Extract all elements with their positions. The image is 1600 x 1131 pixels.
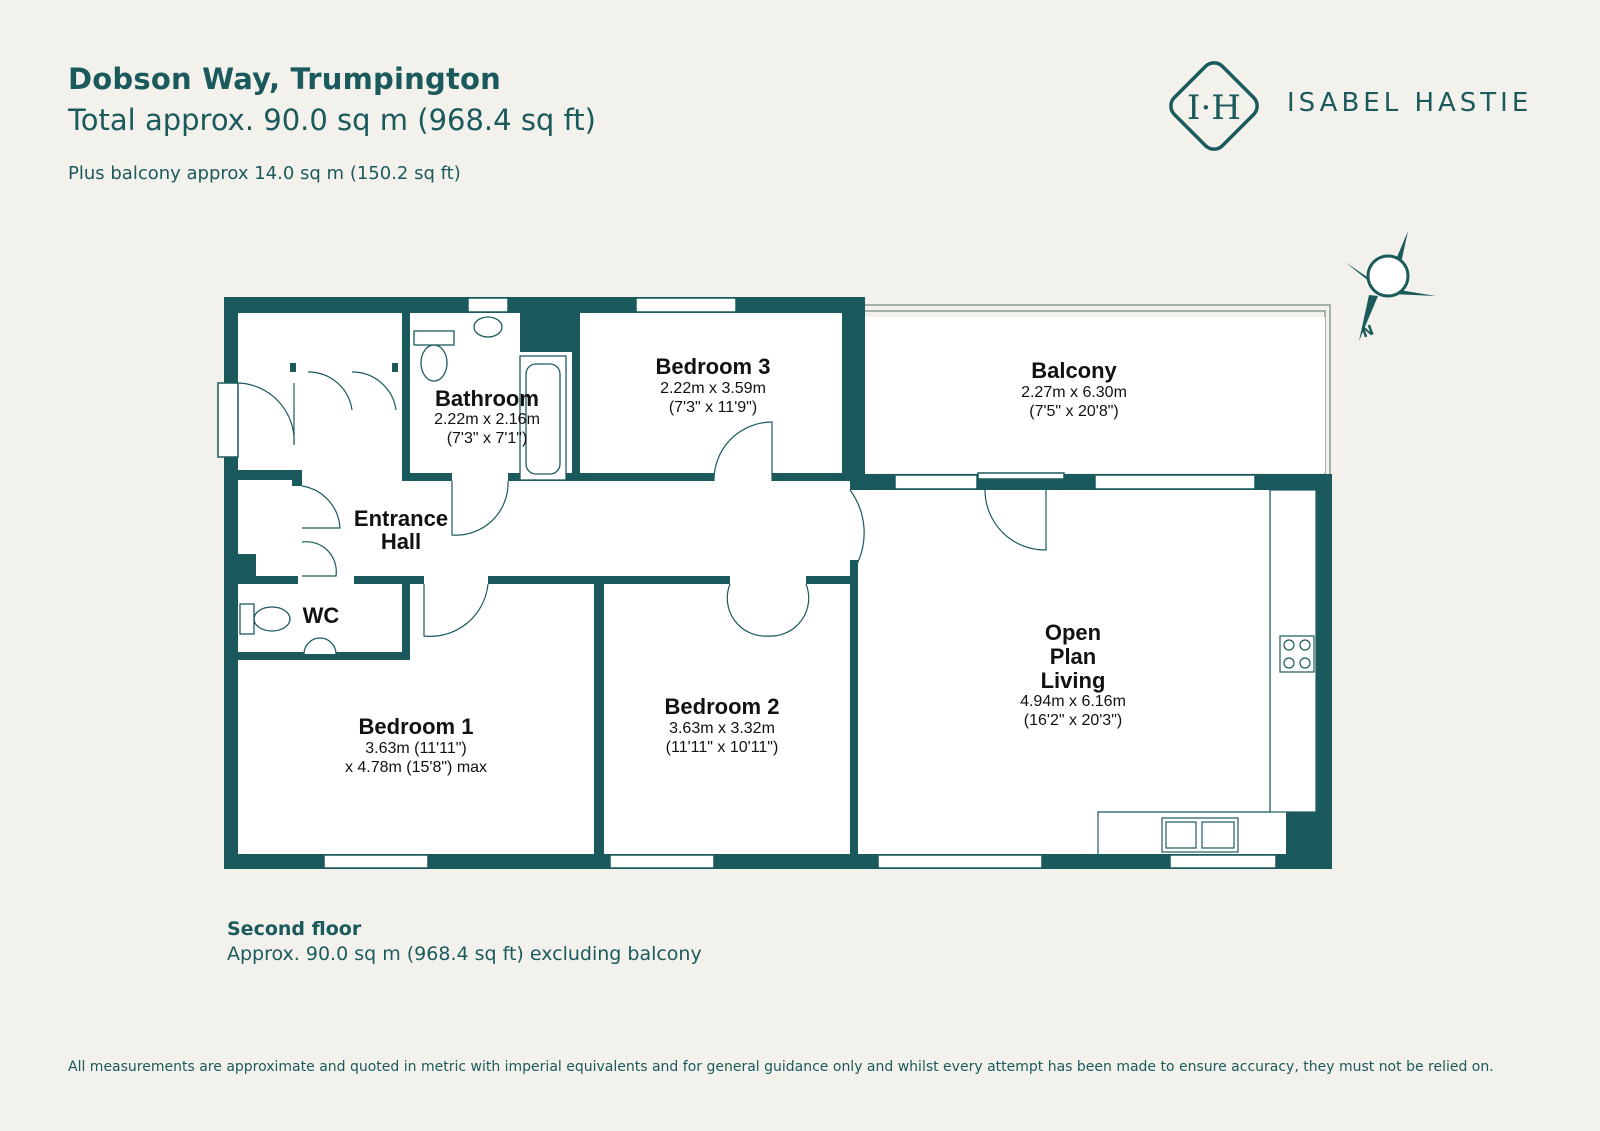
room-open-plan-living: Open Plan Living 4.94m x 6.16m (16'2" x … (1020, 620, 1126, 729)
room-dimensions: 2.22m x 2.16m (434, 411, 540, 428)
floor-label: Second floor (227, 918, 362, 940)
room-bathroom: Bathroom 2.22m x 2.16m (7'3" x 7'1") (434, 386, 540, 447)
room-wc: WC (303, 603, 340, 628)
total-area: Total approx. 90.0 sq m (968.4 sq ft) (68, 103, 596, 137)
room-name: Bedroom 2 (665, 694, 780, 719)
bathroom-fixtures (239, 316, 567, 655)
room-balcony: Balcony 2.27m x 6.30m (7'5" x 20'8") (1021, 358, 1127, 420)
room-dimensions: 2.22m x 3.59m (660, 380, 766, 397)
room-entrance-hall: Entrance Hall (354, 506, 448, 554)
room-name: Bathroom (435, 386, 539, 411)
brand-logo-icon: I·H (1169, 61, 1259, 151)
room-dimensions-imperial: (7'3" x 7'1") (447, 430, 528, 447)
room-dimensions-imperial: (11'11" x 10'11") (666, 739, 779, 756)
room-name: WC (303, 603, 340, 628)
room-dimensions-imperial: x 4.78m (15'8") max (345, 759, 487, 776)
room-name-line-3: Living (1041, 668, 1106, 693)
room-dimensions: 3.63m (11'11") (365, 740, 467, 757)
room-dimensions: 4.94m x 6.16m (1020, 693, 1126, 710)
room-bedroom-3: Bedroom 3 2.22m x 3.59m (7'3" x 11'9") (656, 354, 771, 416)
room-dimensions: 2.27m x 6.30m (1021, 384, 1127, 401)
room-name-line-1: Entrance (354, 506, 448, 531)
kitchen-fixtures (1097, 489, 1317, 854)
room-name-line-2: Plan (1050, 644, 1096, 669)
room-name: Bedroom 1 (359, 714, 474, 739)
room-bedroom-1: Bedroom 1 3.63m (11'11") x 4.78m (15'8")… (345, 714, 487, 776)
room-dimensions-imperial: (7'5" x 20'8") (1029, 403, 1119, 420)
room-name: Balcony (1031, 358, 1117, 383)
door-swings (237, 371, 1047, 637)
brand-monogram: I·H (1187, 88, 1241, 128)
brand-name: ISABEL HASTIE (1287, 88, 1533, 118)
room-dimensions-imperial: (7'3" x 11'9") (669, 399, 757, 416)
room-name: Bedroom 3 (656, 354, 771, 379)
compass-icon: N (1345, 231, 1436, 342)
room-name-line-1: Open (1045, 620, 1101, 645)
windows (217, 297, 1277, 869)
balcony-area-note: Plus balcony approx 14.0 sq m (150.2 sq … (68, 163, 461, 184)
property-title: Dobson Way, Trumpington (68, 62, 501, 96)
room-name-line-2: Hall (381, 529, 421, 554)
floor-area: Approx. 90.0 sq m (968.4 sq ft) excludin… (227, 943, 702, 965)
room-bedroom-2: Bedroom 2 3.63m x 3.32m (11'11" x 10'11"… (665, 694, 780, 756)
disclaimer: All measurements are approximate and quo… (68, 1059, 1494, 1075)
room-dimensions-imperial: (16'2" x 20'3") (1024, 712, 1122, 729)
compass-north-label: N (1360, 323, 1376, 342)
room-dimensions: 3.63m x 3.32m (669, 720, 775, 737)
